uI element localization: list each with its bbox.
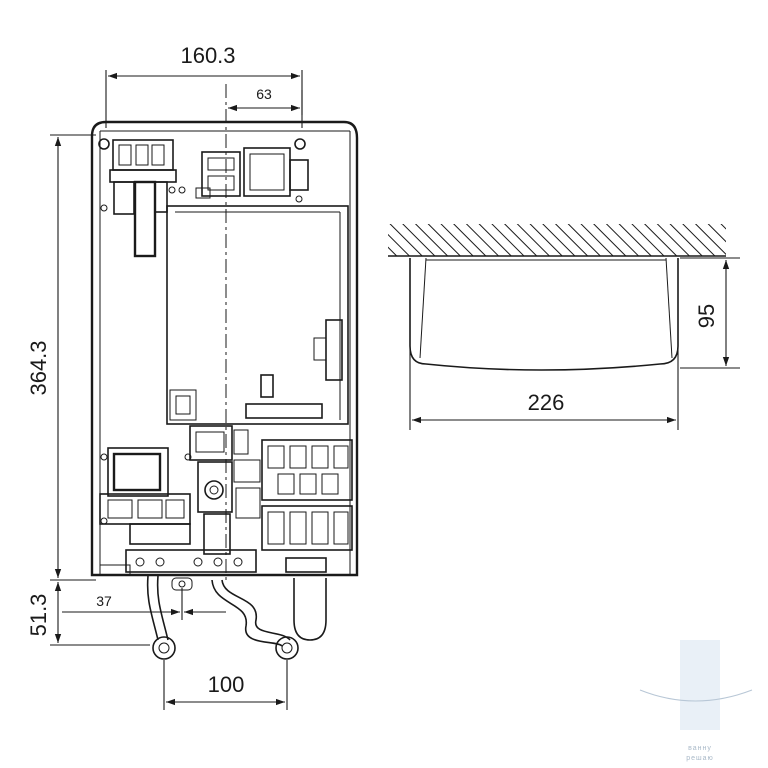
dim-pipe-spacing: 100 [208,672,245,697]
side-view: 95 226 [388,224,740,430]
watermark-line2: решаю [686,755,714,762]
watermark-line1: ванну [688,745,712,752]
dim-side-depth: 95 [694,304,719,328]
front-view [90,84,359,660]
dim-bottom-51: 51.3 [26,594,51,637]
dim-side-width: 226 [528,390,565,415]
dim-width-overall: 160.3 [180,43,235,68]
watermark-logo: ванну решаю [639,640,753,762]
dim-offset-37: 37 [96,593,112,609]
front-dimensions: 160.3 63 364.3 51.3 37 100 [26,43,303,710]
dim-offset-63: 63 [256,86,272,102]
dim-height-overall: 364.3 [26,340,51,395]
